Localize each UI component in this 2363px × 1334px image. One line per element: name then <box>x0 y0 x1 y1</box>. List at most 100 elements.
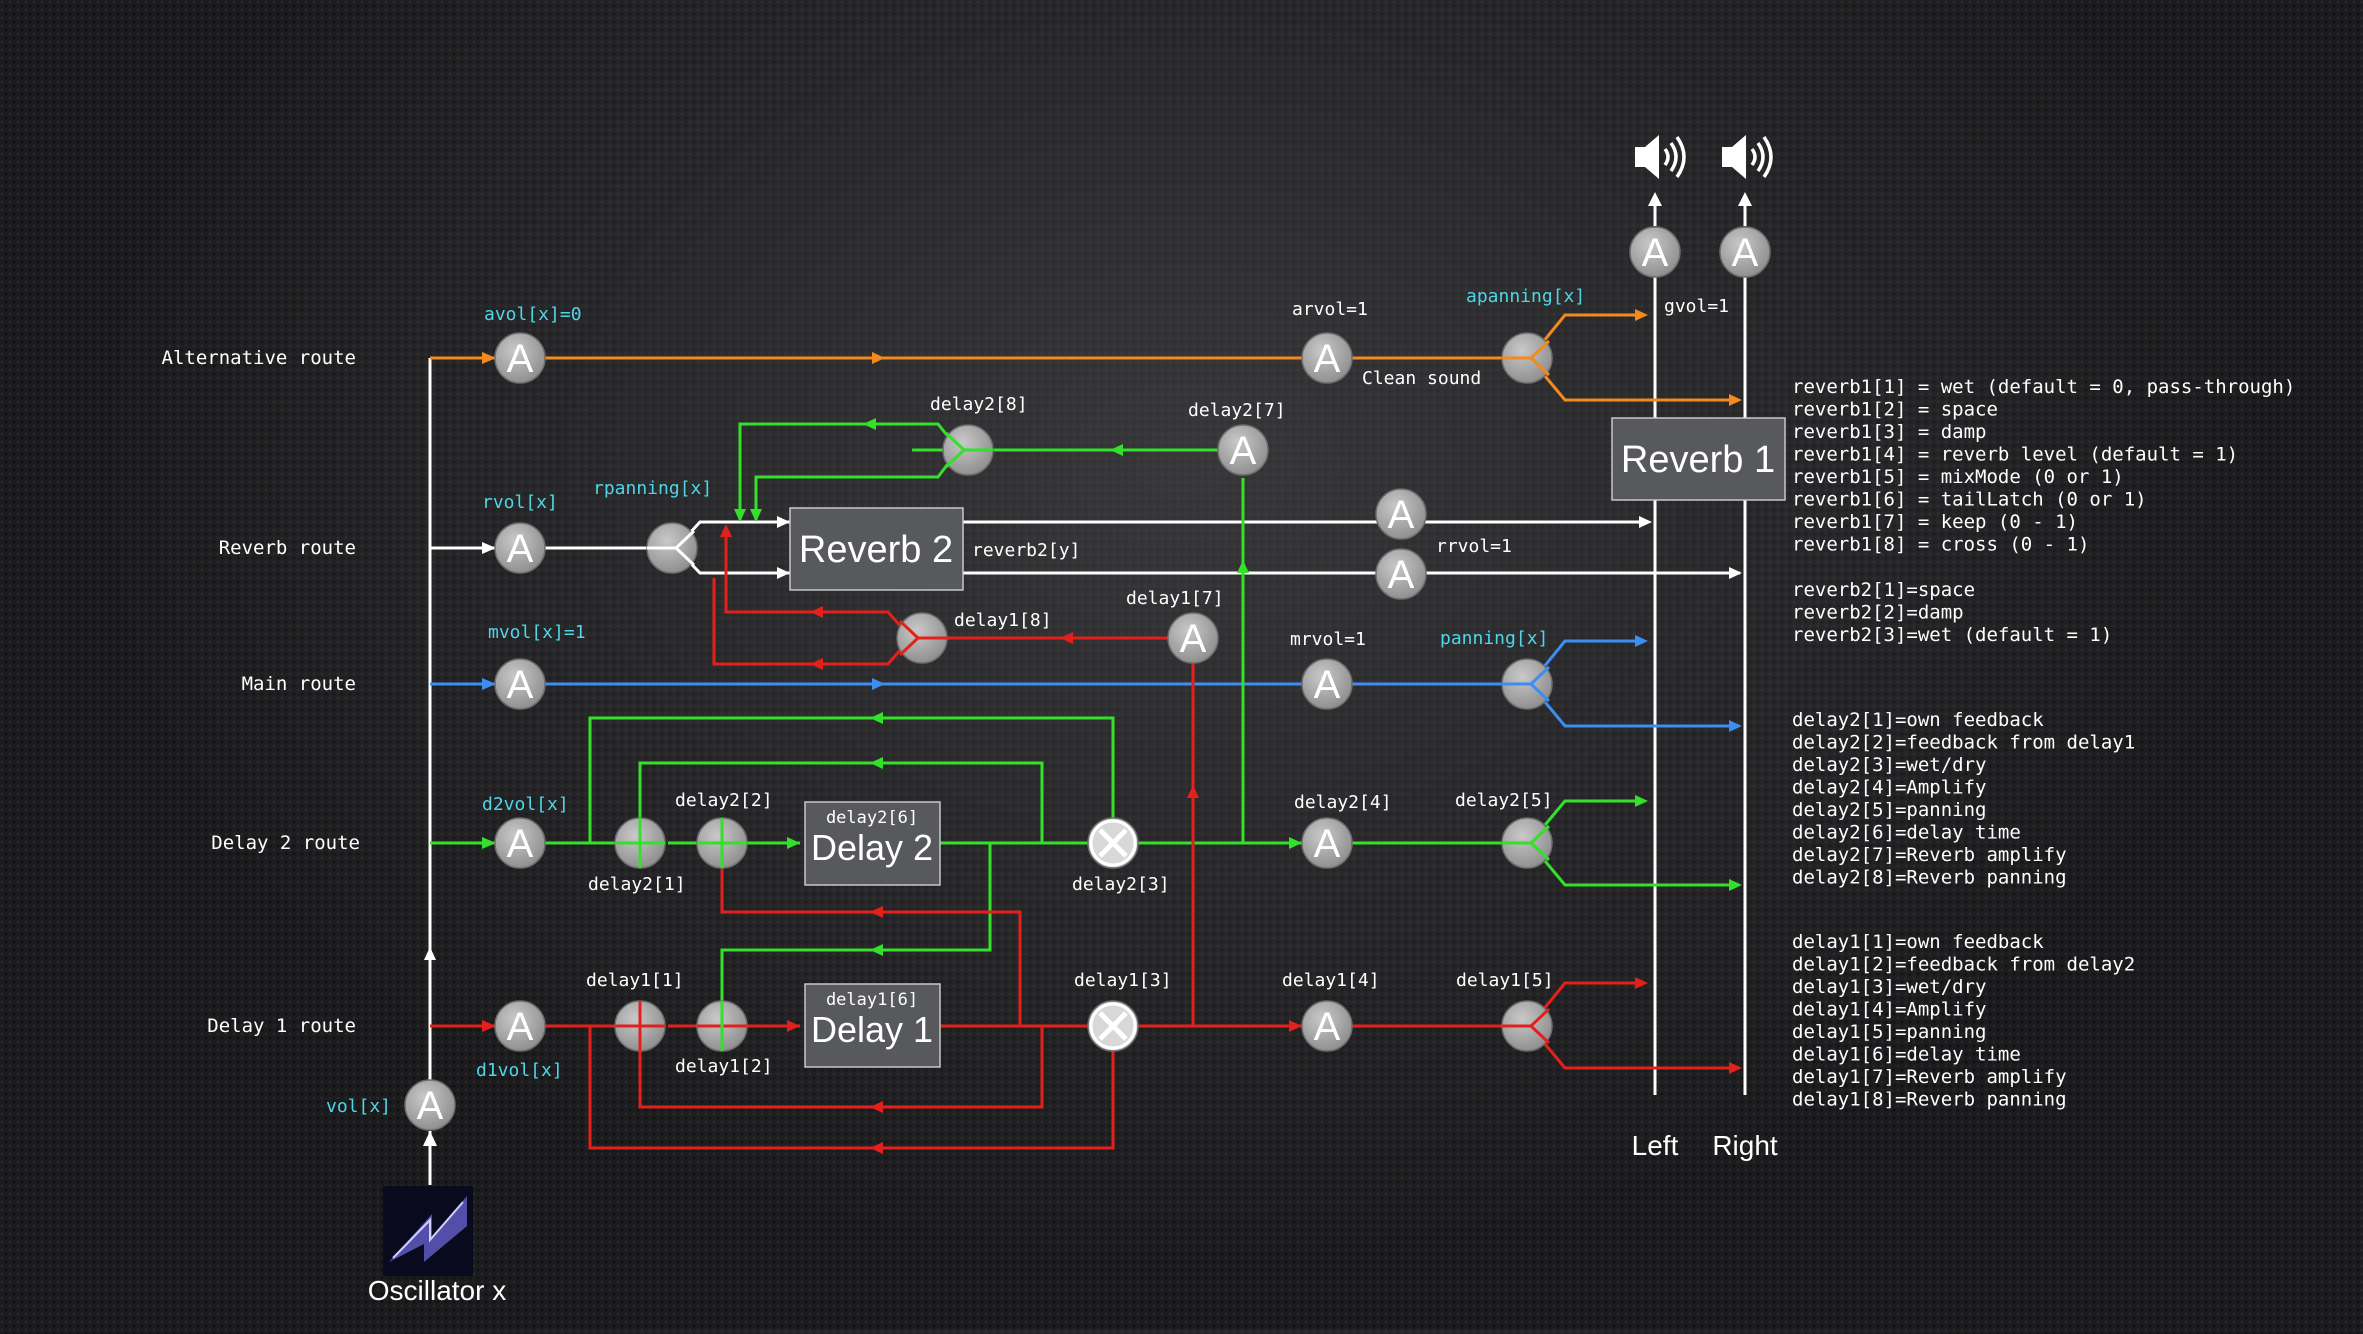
delay2-box-label: Delay 2 <box>811 827 933 868</box>
label-gvol: gvol=1 <box>1664 296 1729 317</box>
legend-line: delay1[6]=delay time <box>1792 1044 2021 1066</box>
node-delay1-7: A <box>1167 612 1219 664</box>
legend-line: delay2[4]=Amplify <box>1792 777 1986 799</box>
label-mrvol: mrvol=1 <box>1290 629 1366 650</box>
arrowhead <box>1729 394 1742 406</box>
speaker-left-icon <box>1635 135 1686 179</box>
label-rrvol: rrvol=1 <box>1436 536 1512 557</box>
legend-line: reverb1[2] = space <box>1792 399 1998 421</box>
param-rvol: rvol[x] <box>482 492 558 513</box>
legend-line: delay1[3]=wet/dry <box>1792 976 1986 998</box>
arrowhead <box>787 837 800 849</box>
arrowhead <box>1639 516 1652 528</box>
param-mvol: mvol[x]=1 <box>488 622 586 643</box>
node-delay1-4: A <box>1301 1000 1353 1052</box>
delay2-6-label: delay2[6] <box>826 808 918 828</box>
delay2-box: delay2[6] Delay 2 <box>804 801 941 886</box>
legend-line: delay1[8]=Reverb panning <box>1792 1089 2067 1111</box>
legend-line: delay2[3]=wet/dry <box>1792 754 1986 776</box>
arrowhead <box>1110 444 1123 456</box>
legend-line: reverb2[2]=damp <box>1792 602 1964 624</box>
reverb1-box: Reverb 1 <box>1611 417 1786 501</box>
legend-line: delay2[5]=panning <box>1792 799 1986 821</box>
delay1-box-label: Delay 1 <box>811 1009 933 1050</box>
arrowhead <box>872 678 885 690</box>
node-letter: A <box>1314 663 1341 707</box>
node-rrvol-bottom: A <box>1375 548 1427 600</box>
node-delay2-1 <box>614 817 666 869</box>
arrowhead <box>1187 785 1199 798</box>
node-avol: A <box>494 332 546 384</box>
node-panning <box>1501 658 1553 710</box>
legend-line: reverb2[3]=wet (default = 1) <box>1792 624 2112 646</box>
label-clean-sound: Clean sound <box>1362 368 1481 389</box>
arrowhead <box>870 712 883 724</box>
node-delay2-3 <box>1087 817 1139 869</box>
arrowhead <box>1635 977 1648 989</box>
legend-line: delay2[2]=feedback from delay1 <box>1792 732 2135 754</box>
node-rrvol-top: A <box>1375 488 1427 540</box>
label-reverb2-y: reverb2[y] <box>972 540 1080 561</box>
arrowhead <box>872 352 885 364</box>
arrowhead <box>720 524 732 537</box>
node-delay1-8 <box>896 612 948 664</box>
label-delay1-7: delay1[7] <box>1126 588 1224 609</box>
node-letter: A <box>507 663 534 707</box>
output-labels: Left Right <box>1632 1130 1778 1161</box>
node-letter: A <box>1314 337 1341 381</box>
arrowhead <box>482 542 496 554</box>
arrowhead <box>863 418 876 430</box>
arrowhead <box>810 658 823 670</box>
legend-line: delay2[6]=delay time <box>1792 822 2021 844</box>
arrowhead <box>870 906 883 918</box>
node-d1vol: A <box>494 1000 546 1052</box>
node-delay1-2 <box>696 1000 748 1052</box>
arrowhead <box>423 1131 437 1146</box>
node-letter: A <box>1314 822 1341 866</box>
speaker-right-icon <box>1722 135 1773 179</box>
arrowhead <box>1289 837 1302 849</box>
legend-line: delay1[4]=Amplify <box>1792 999 1986 1021</box>
legend-line: delay1[5]=panning <box>1792 1021 1986 1043</box>
param-panning: panning[x] <box>1440 628 1548 649</box>
node-vol: A <box>404 1079 456 1131</box>
node-apanning <box>1501 332 1553 384</box>
arrowhead <box>777 516 790 528</box>
label-delay2-8: delay2[8] <box>930 394 1028 415</box>
legend-line: delay1[7]=Reverb amplify <box>1792 1066 2067 1088</box>
label-delay1-2: delay1[2] <box>675 1056 773 1077</box>
arrowhead <box>1729 720 1742 732</box>
arrowhead <box>1237 560 1249 573</box>
node-letter: A <box>1388 493 1415 537</box>
legend-delay1: delay1[1]=own feedbackdelay1[2]=feedback… <box>1792 931 2135 1111</box>
legend-line: reverb2[1]=space <box>1792 579 1975 601</box>
node-gvol-right: A <box>1719 226 1771 278</box>
legend-line: reverb1[1] = wet (default = 0, pass-thro… <box>1792 376 2295 398</box>
node-letter: A <box>507 337 534 381</box>
label-right: Right <box>1712 1130 1778 1161</box>
label-delay1-1: delay1[1] <box>586 970 684 991</box>
param-rpanning: rpanning[x] <box>593 478 712 499</box>
arrowhead <box>424 947 436 960</box>
node-d2vol: A <box>494 817 546 869</box>
arrowhead <box>750 509 762 522</box>
arrowhead <box>482 837 496 849</box>
arrowhead <box>482 352 496 364</box>
legend-line: reverb1[7] = keep (0 - 1) <box>1792 511 2078 533</box>
arrowhead <box>1738 192 1752 206</box>
reverb2-box-label: Reverb 2 <box>799 529 953 571</box>
route-label-delay2: Delay 2 route <box>211 832 360 854</box>
route-label-main: Main route <box>242 673 356 695</box>
legend-line: delay2[1]=own feedback <box>1792 709 2044 731</box>
node-delay2-8 <box>942 424 994 476</box>
route-label-alternative: Alternative route <box>162 347 356 369</box>
route-label-reverb: Reverb route <box>219 537 356 559</box>
legend-line: delay1[2]=feedback from delay2 <box>1792 954 2135 976</box>
node-letter: A <box>417 1084 444 1128</box>
node-delay1-3 <box>1087 1000 1139 1052</box>
legend-line: reverb1[4] = reverb level (default = 1) <box>1792 444 2238 466</box>
legend-line: reverb1[8] = cross (0 - 1) <box>1792 534 2089 556</box>
arrowhead <box>482 678 496 690</box>
legend-reverb2: reverb2[1]=spacereverb2[2]=dampreverb2[3… <box>1792 579 2112 646</box>
